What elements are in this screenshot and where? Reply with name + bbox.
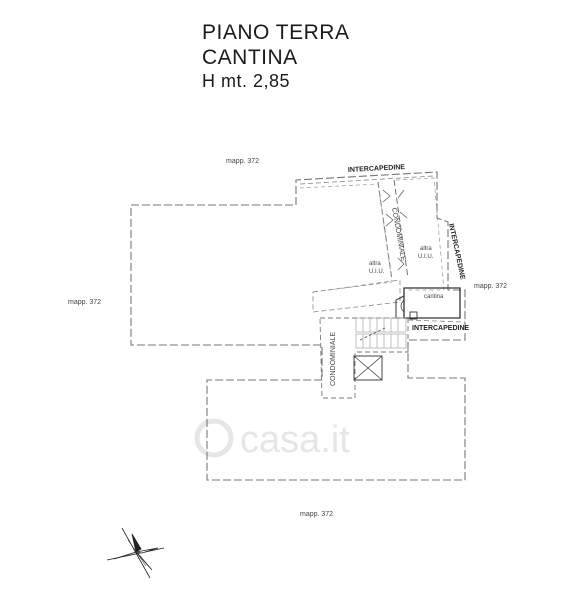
north-arrow-icon	[106, 527, 165, 579]
corridor-fixtures	[382, 189, 408, 271]
label-mapp-right: mapp. 372	[474, 283, 507, 290]
label-mapp-top: mapp. 372	[226, 158, 259, 165]
label-altra-left-1: altra	[369, 261, 381, 267]
label-intercapedine-bottom: INTERCAPEDINE	[412, 325, 470, 332]
label-altra-right-2: U.I.U.	[418, 254, 434, 260]
cantina-room	[395, 287, 461, 320]
intercapedine-bottom-strip	[407, 319, 466, 323]
elevator-shaft	[353, 355, 383, 381]
lot-boundary	[130, 171, 466, 481]
label-cantina: cantina	[424, 294, 444, 300]
intercapedine-top-strip	[299, 175, 435, 185]
condominiale-corridor	[377, 179, 409, 281]
label-intercapedine-right: INTERCAPEDINE	[447, 223, 466, 281]
label-altra-left-2: U.I.U.	[369, 269, 385, 275]
plan-title-room: CANTINA	[202, 46, 298, 69]
condominiale-stairwell	[319, 317, 409, 399]
watermark-logo-icon	[194, 418, 234, 458]
altra-uiu-right-area	[395, 177, 445, 291]
plan-title-height: H mt. 2,85	[202, 71, 291, 91]
label-condominiale-stairs: CONDOMINIALE	[330, 332, 337, 386]
label-altra-right-1: altra	[420, 246, 432, 252]
label-intercapedine-top: INTERCAPEDINE	[348, 164, 406, 174]
plan-title-floor: PIANO TERRA	[202, 21, 350, 44]
label-mapp-left: mapp. 372	[68, 299, 101, 306]
middle-wall-band	[312, 279, 401, 313]
label-mapp-bottom: mapp. 372	[300, 511, 333, 518]
watermark: casa.it	[194, 418, 350, 461]
watermark-text: casa.it	[240, 419, 350, 461]
altra-uiu-left-area	[299, 183, 393, 293]
